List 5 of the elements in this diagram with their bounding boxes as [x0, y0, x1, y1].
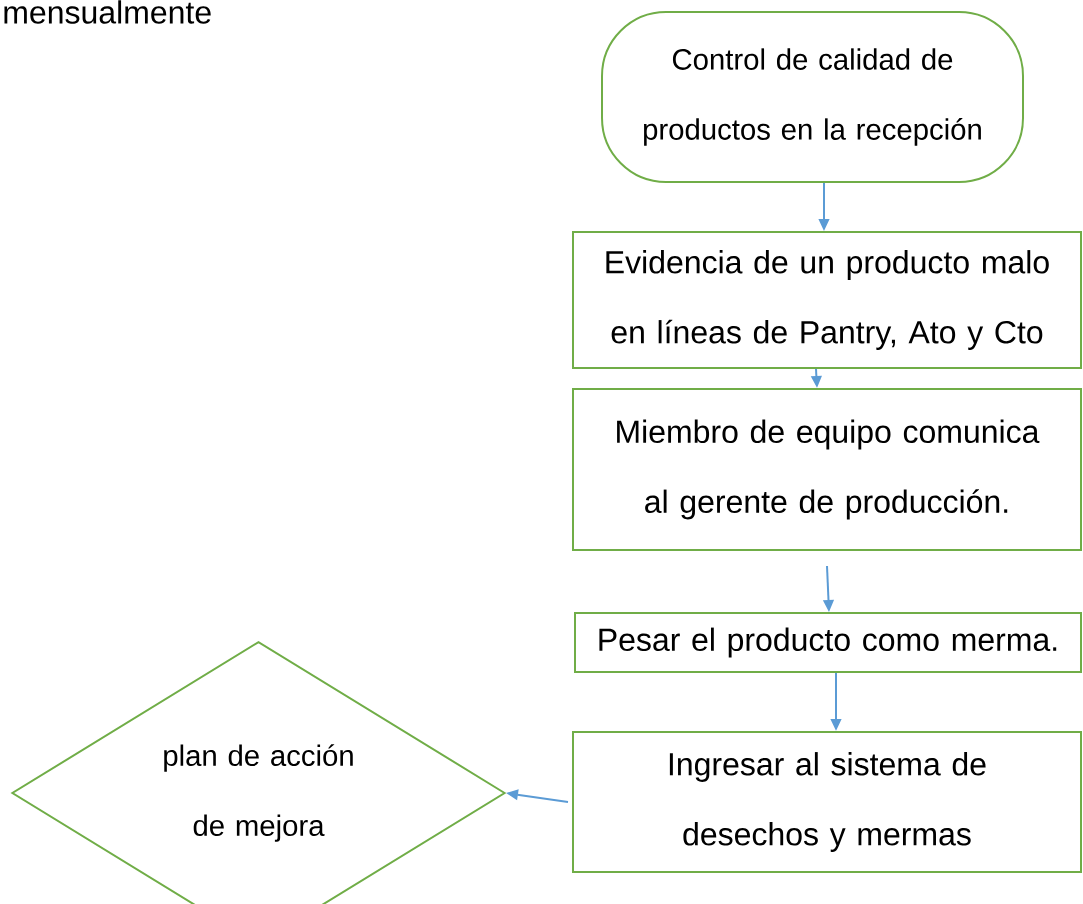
process-box: Pesar el producto como merma. — [574, 612, 1082, 673]
process-box: Evidencia de un producto malo en líneas de Pantry, Ato y Cto — [572, 231, 1082, 369]
note-text: mensualmente — [4, 0, 211, 24]
process-box: Miembro de equipo comunica al gerente de producción. — [572, 388, 1082, 551]
process-box: Ingresar al sistema de desechos y mermas — [572, 731, 1082, 873]
